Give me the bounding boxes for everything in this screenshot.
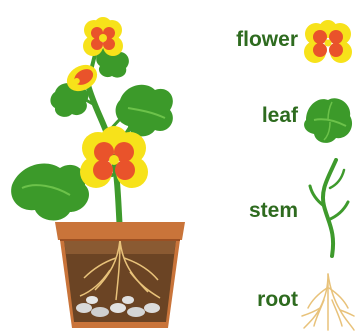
flower-icon — [300, 20, 356, 66]
leaf-label: leaf — [206, 104, 298, 128]
root-icon — [300, 272, 356, 332]
leaf-icon — [300, 90, 356, 148]
flower-label: flower — [206, 28, 298, 52]
potted-plant-illustration — [0, 0, 210, 335]
flower-pot — [55, 222, 185, 328]
stem-label: stem — [206, 199, 298, 223]
stem-icon — [306, 158, 352, 258]
root-label: root — [206, 288, 298, 312]
